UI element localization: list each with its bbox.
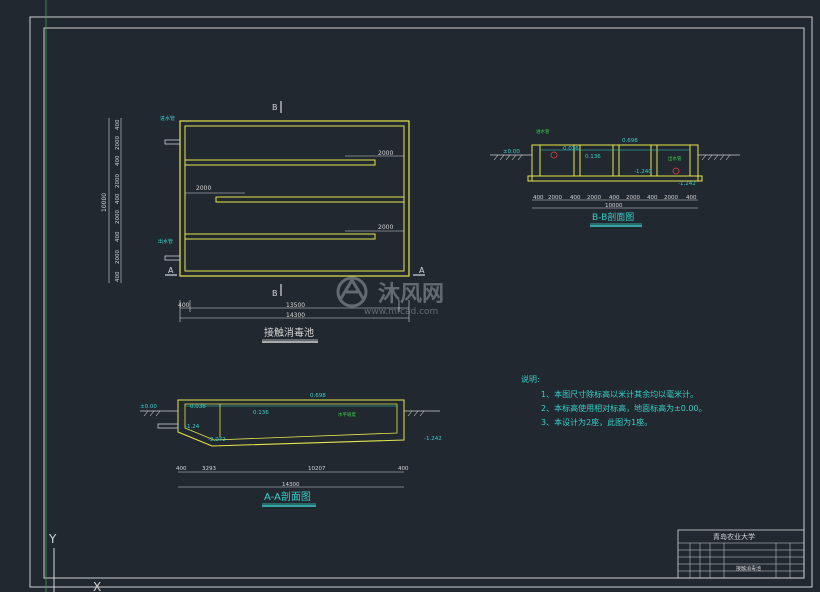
aa-elev-4: -1.24	[185, 424, 200, 430]
plan-outer-wall	[179, 120, 410, 277]
vertical-dim: 2000	[115, 136, 121, 150]
plan-outlet-pipe	[164, 255, 181, 261]
plan-dim-2000-a: 2000	[378, 150, 393, 157]
aa-inlet-pipe	[157, 423, 179, 429]
vertical-dim: 2000	[115, 210, 121, 224]
note-item: 2、本标高使用相对标高，地面标高为±0.00。	[541, 403, 707, 413]
aa-dim: 400	[398, 466, 409, 472]
plan-outlet-label: 出水管	[158, 238, 173, 245]
section-mark-b-bottom: B	[272, 289, 278, 298]
watermark-logo-mark	[338, 277, 366, 301]
plan-dim-2000-c: 2000	[378, 224, 393, 231]
aa-dim: 10207	[308, 466, 326, 472]
bb-elev-3: 0.136	[585, 154, 601, 160]
bb-dims: 400 2000 400 2000 400 2000 400 2000 400	[533, 195, 697, 201]
vertical-dim: 400	[115, 271, 121, 282]
ucs-y-label: Y	[48, 532, 57, 546]
aa-tank-label: 水平坡度	[338, 411, 356, 418]
plan-vertical-dims: 400 2000 400 2000 400 2000 400 2000 400	[115, 119, 121, 282]
plan-baffle-2	[215, 196, 405, 203]
section-bb: ±0.00 0.698 0.036 0.136 -1.240 -1.242 进水…	[490, 128, 740, 227]
ground-hatch	[143, 410, 425, 417]
bb-base-slab	[527, 175, 703, 182]
bb-elev-1: 0.698	[622, 138, 638, 144]
vertical-dim: 400	[115, 119, 121, 130]
ucs-x-label: X	[93, 580, 101, 592]
plan-dim-2000-b: 2000	[196, 185, 211, 192]
bb-title: B-B剖面图	[592, 211, 634, 223]
plan-inner-wall	[184, 125, 405, 272]
bb-pipe-label: 进水管	[536, 128, 550, 135]
horizontal-dim: 400	[533, 195, 544, 201]
title-block: 青岛农业大学 接触消毒池	[677, 529, 805, 579]
watermark-url: www.mfcad.com	[364, 307, 438, 317]
plan-view: 进水管 出水管 2000 2000 2000 B B A A 400 13500…	[101, 101, 425, 343]
section-aa: ±0.00 0.038 0.698 0.136 -1.24 -2.072 -1.…	[140, 393, 442, 507]
title-block-drawing-name: 接触消毒池	[736, 565, 761, 572]
aa-elev-2: 0.698	[310, 393, 326, 399]
horizontal-dim: 400	[686, 195, 697, 201]
bb-pipe-label-2: 出水管	[668, 155, 682, 162]
horizontal-dim: 400	[647, 195, 658, 201]
plan-dim-13500: 13500	[286, 302, 305, 309]
plan-inlet-pipe	[164, 139, 181, 145]
bb-elev-2: 0.036	[563, 146, 579, 152]
inner-frame	[43, 27, 805, 579]
bb-pipe	[550, 151, 558, 159]
aa-elev-0: ±0.00	[140, 404, 157, 410]
bb-total: 10000	[605, 203, 623, 209]
plan-dim-400-left: 400	[178, 302, 190, 309]
horizontal-dim: 2000	[626, 195, 640, 201]
vertical-dim: 2000	[115, 174, 121, 188]
horizontal-dim: 400	[570, 195, 581, 201]
plan-baffle-3	[184, 233, 376, 240]
bb-elev-4: -1.240	[634, 169, 652, 175]
plan-title: 接触消毒池	[264, 326, 314, 339]
watermark: 沐风网 www.mfcad.com	[336, 276, 444, 317]
bb-pipe	[672, 167, 680, 175]
aa-dim: 3293	[202, 466, 216, 472]
ucs-icon: Y X	[48, 532, 101, 592]
title-block-school: 青岛农业大学	[713, 532, 755, 541]
aa-title: A-A剖面图	[264, 490, 311, 503]
horizontal-dim: 400	[609, 195, 620, 201]
title-block-grid	[678, 543, 804, 578]
aa-tank-inner	[184, 403, 398, 441]
vertical-dim: 2000	[115, 250, 121, 264]
vertical-dim: 400	[115, 193, 121, 204]
title-block-frame	[677, 529, 805, 579]
horizontal-dim: 2000	[664, 195, 678, 201]
bb-elev-5: -1.242	[678, 181, 696, 187]
design-notes: 说明: 1、本图尺寸除标高以米计其余均以毫米计。 2、本标高使用相对标高，地面标…	[521, 374, 707, 427]
plan-dim-14300: 14300	[286, 312, 305, 319]
horizontal-dim: 2000	[548, 195, 562, 201]
watermark-brand: 沐风网	[378, 282, 444, 307]
section-mark-a-left: A	[168, 266, 174, 275]
section-mark-a-right: A	[419, 266, 425, 275]
horizontal-dim: 2000	[587, 195, 601, 201]
aa-elev-5: -2.072	[208, 437, 226, 443]
aa-elev-6: -1.242	[424, 436, 442, 442]
aa-dim: 400	[176, 466, 187, 472]
section-mark-b-top: B	[272, 103, 278, 112]
note-item: 1、本图尺寸除标高以米计其余均以毫米计。	[541, 389, 698, 399]
aa-total: 14300	[282, 482, 300, 488]
plan-baffle-1	[184, 159, 376, 166]
ground-hatch	[493, 154, 731, 161]
aa-elev-1: 0.038	[190, 404, 206, 410]
plan-inlet-label: 进水管	[160, 115, 175, 122]
vertical-dim: 400	[115, 231, 121, 242]
notes-heading: 说明:	[521, 374, 540, 384]
aa-elev-3: 0.136	[253, 410, 269, 416]
outer-frame	[29, 16, 813, 588]
bb-elev-0: ±0.00	[503, 149, 520, 155]
note-item: 3、本设计为2座，此图为1座。	[541, 417, 652, 427]
plan-dim-10000: 10000	[101, 193, 108, 212]
vertical-dim: 400	[115, 155, 121, 166]
